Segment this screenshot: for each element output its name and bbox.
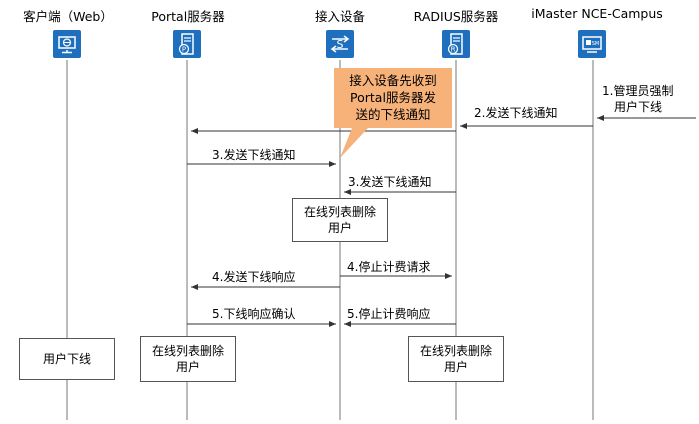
client-offline-label: 用户下线 xyxy=(42,352,91,366)
msg-5a: 5.下线响应确认 xyxy=(212,307,296,321)
participant-nce: iMaster NCE-Campus xyxy=(531,6,663,21)
web-client-icon xyxy=(53,30,81,58)
nce-campus-icon: SM xyxy=(578,30,606,58)
svg-text:P: P xyxy=(182,46,186,54)
participant-client: 客户端（Web） xyxy=(23,9,113,24)
portal-delete-user-box: 在线列表删除 用户 xyxy=(140,336,236,382)
note-line-2: Portal服务器发 xyxy=(350,90,436,105)
msg-4a: 4.发送下线响应 xyxy=(212,270,296,284)
client-offline-box: 用户下线 xyxy=(19,338,115,380)
radius-delete-line-2: 用户 xyxy=(443,360,468,374)
radius-delete-line-1: 在线列表删除 xyxy=(419,344,492,358)
msg-1-line-1: 1.管理员强制 xyxy=(602,84,674,98)
participant-access: 接入设备 xyxy=(314,9,365,24)
radius-delete-user-box: 在线列表删除 用户 xyxy=(408,336,504,382)
msg-3a: 3.发送下线通知 xyxy=(212,148,296,162)
access-delete-line-2: 用户 xyxy=(327,221,352,235)
participant-radius: RADIUS服务器 xyxy=(413,9,499,24)
callout-note: 接入设备先收到 Portal服务器发 送的下线通知 xyxy=(334,68,452,128)
portal-server-icon: P xyxy=(173,30,201,58)
note-pointer xyxy=(340,128,368,158)
access-delete-line-1: 在线列表删除 xyxy=(303,205,376,219)
msg-2: 2.发送下线通知 xyxy=(474,106,558,120)
note-line-1: 接入设备先收到 xyxy=(349,73,437,88)
msg-3b: 3.发送下线通知 xyxy=(348,175,432,189)
portal-delete-line-1: 在线列表删除 xyxy=(151,344,224,358)
msg-1-line-2: 用户下线 xyxy=(614,100,663,114)
access-device-icon: S xyxy=(326,30,354,58)
msg-4b: 4.停止计费请求 xyxy=(347,260,431,274)
svg-text:SM: SM xyxy=(592,41,600,47)
access-delete-user-box: 在线列表删除 用户 xyxy=(292,198,388,242)
radius-server-icon: R xyxy=(442,30,470,58)
portal-delete-line-2: 用户 xyxy=(175,360,200,374)
note-line-3: 送的下线通知 xyxy=(355,107,431,122)
svg-text:R: R xyxy=(451,46,456,54)
participant-portal: Portal服务器 xyxy=(151,9,225,24)
svg-text:S: S xyxy=(337,38,344,51)
msg-5b: 5.停止计费响应 xyxy=(347,307,431,321)
